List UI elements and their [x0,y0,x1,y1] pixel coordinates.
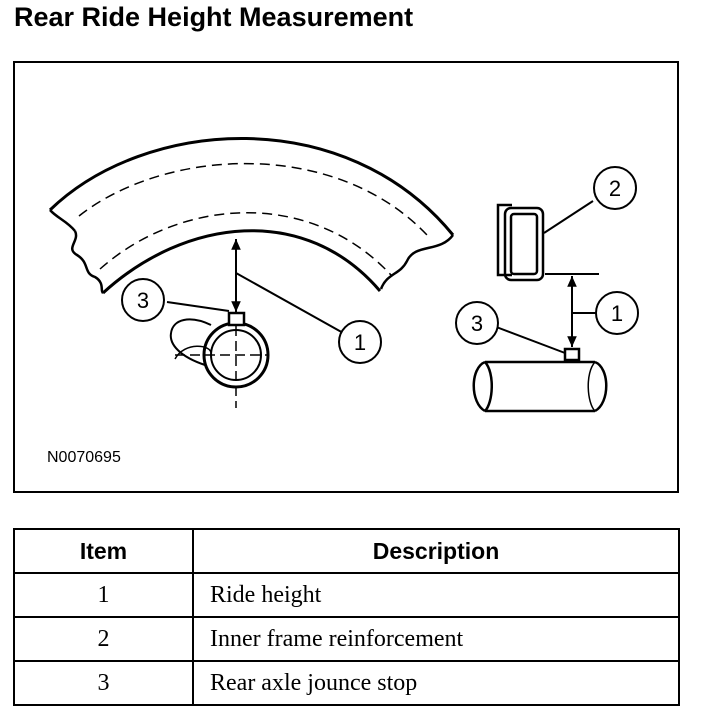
callout-2-right: 2 [593,166,637,210]
item-number: 3 [13,660,194,706]
item-number: 2 [13,616,194,662]
ride-height-dimension-right [490,276,597,354]
legend-table: Item Description 1 Ride height 2 Inner f… [13,528,680,706]
ride-height-dimension-left [166,239,346,335]
callout-3-right: 3 [455,301,499,345]
frame-reinforcement-right [496,200,599,282]
table-row: 1 Ride height [13,572,680,618]
svg-text:2: 2 [609,176,621,201]
svg-text:1: 1 [354,330,366,355]
legend-header-row: Item Description [13,528,680,574]
page-title: Rear Ride Height Measurement [14,2,414,32]
svg-text:3: 3 [471,311,483,336]
svg-text:3: 3 [137,288,149,313]
callout-1-right: 1 [595,291,639,335]
table-row: 3 Rear axle jounce stop [13,660,680,706]
item-description: Rear axle jounce stop [192,660,680,706]
illustration-drawing: 3 1 2 1 3 [48,136,639,413]
table-row: 2 Inner frame reinforcement [13,616,680,662]
callout-1-left: 1 [338,320,382,364]
axle-left [169,311,270,408]
item-column-header: Item [13,528,194,574]
item-description: Ride height [192,572,680,618]
figure-id: N0070695 [47,449,121,466]
description-column-header: Description [192,528,680,574]
ride-height-illustration: 3 1 2 1 3 N0070695 [13,61,679,493]
item-description: Inner frame reinforcement [192,616,680,662]
callout-3-left: 3 [121,278,165,322]
svg-text:1: 1 [611,301,623,326]
frame-arch-left [48,136,455,295]
axle-tube-right [472,347,608,413]
item-number: 1 [13,572,194,618]
